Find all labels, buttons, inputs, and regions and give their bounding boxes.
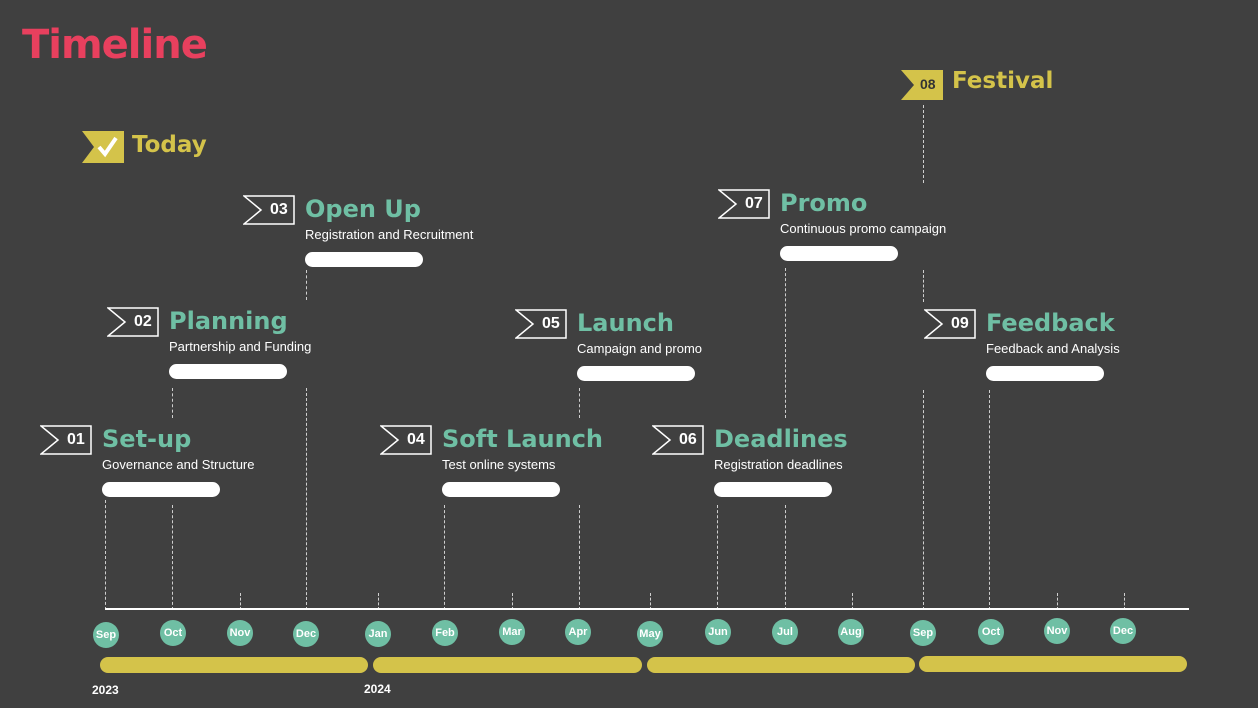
milestone-description: Registration deadlines [714,457,843,472]
connector-line [923,270,924,302]
milestone-bar [577,366,695,381]
connector-line [172,388,173,418]
milestone-name: Set-up [102,425,192,453]
month-marker: Sep [93,622,119,648]
flag-icon [718,189,770,219]
connector-line [989,390,990,610]
connector-line [444,505,445,610]
connector-line [172,505,173,610]
year-bar [100,657,368,673]
flag-icon [652,425,704,455]
year-label: 2023 [92,683,119,697]
milestone-bar [102,482,220,497]
flag-icon [515,309,567,339]
timeline-axis [105,608,1189,610]
year-label: 2024 [364,682,391,696]
milestone-number: 01 [67,431,85,448]
month-marker: Oct [160,620,186,646]
today-label: Today [132,132,207,158]
month-marker: Feb [432,620,458,646]
connector-line [306,388,307,610]
connector-line [717,505,718,610]
page-title: Timeline [22,22,208,68]
milestone-description: Partnership and Funding [169,339,312,354]
milestone-bar [714,482,832,497]
flag-icon [243,195,295,225]
milestone-description: Governance and Structure [102,457,255,472]
today-flag-icon [82,131,124,163]
year-bar [373,657,642,673]
milestone-bar [169,364,287,379]
milestone-name: Soft Launch [442,425,604,453]
milestone-description: Registration and Recruitment [305,227,474,242]
flag-icon [40,425,92,455]
connector-line [785,505,786,610]
connector-line [306,270,307,300]
connector-line [579,505,580,610]
festival-label: Festival [952,68,1054,94]
year-bar [647,657,915,673]
milestone-bar [986,366,1104,381]
milestone-number: 09 [951,315,969,332]
flag-icon [380,425,432,455]
milestone-name: Deadlines [714,425,848,453]
month-marker: Jan [365,621,391,647]
milestone-bar [305,252,423,267]
connector-line [105,500,106,610]
flag-icon [107,307,159,337]
connector-line [923,105,924,183]
milestone-bar [780,246,898,261]
festival-number: 08 [920,76,936,92]
milestone-description: Test online systems [442,457,556,472]
milestone-description: Feedback and Analysis [986,341,1120,356]
year-bar [919,656,1187,672]
milestone-name: Promo [780,189,868,217]
milestone-name: Planning [169,307,288,335]
connector-line [785,268,786,418]
month-marker: May [637,621,663,647]
milestone-description: Continuous promo campaign [780,221,947,236]
month-marker: Nov [227,620,253,646]
month-tick [1124,593,1125,610]
month-marker: Dec [293,621,319,647]
milestone-number: 07 [745,195,763,212]
month-tick [1057,593,1058,610]
month-marker: Oct [978,619,1004,645]
milestone-bar [442,482,560,497]
month-tick [650,593,651,610]
milestone-number: 02 [134,313,152,330]
month-marker: Dec [1110,618,1136,644]
milestone-description: Campaign and promo [577,341,703,356]
milestone-name: Open Up [305,195,421,223]
flag-icon [924,309,976,339]
milestone-number: 04 [407,431,425,448]
milestone-number: 05 [542,315,560,332]
month-tick [240,593,241,610]
month-marker: Aug [838,619,864,645]
milestone-name: Feedback [986,309,1115,337]
milestone-name: Launch [577,309,674,337]
month-tick [852,593,853,610]
month-marker: Nov [1044,618,1070,644]
connector-line [923,390,924,610]
festival-flag-icon [901,70,943,100]
connector-line [579,388,580,418]
month-tick [378,593,379,610]
month-marker: Jun [705,619,731,645]
month-marker: Sep [910,620,936,646]
milestone-number: 06 [679,431,697,448]
month-marker: Apr [565,619,591,645]
month-marker: Jul [772,619,798,645]
month-marker: Mar [499,619,525,645]
month-tick [512,593,513,610]
milestone-number: 03 [270,201,288,218]
